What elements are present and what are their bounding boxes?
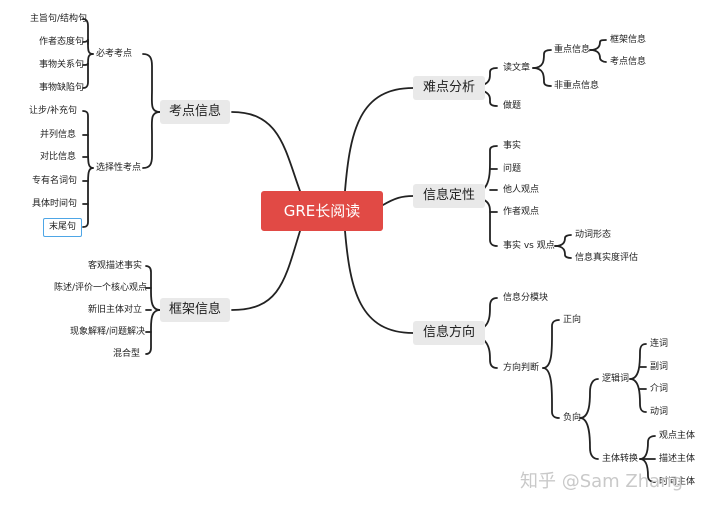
- node-zhuti: 主体转换: [602, 454, 639, 464]
- node-fenmokuai: 信息分模块: [503, 293, 549, 303]
- node-luoji: 逻辑词: [602, 374, 630, 384]
- node-xuanze-item: 并列信息: [40, 130, 77, 140]
- node-xuanze-item: 让步/补充句: [29, 106, 78, 116]
- node-dingxing-item: 他人观点: [503, 185, 540, 195]
- node-luoji-item: 介词: [650, 384, 669, 394]
- node-fact-vs-opinion: 事实 vs 观点: [503, 241, 555, 251]
- node-panduan: 方向判断: [503, 363, 540, 373]
- node-zhongdian-item: 框架信息: [610, 35, 647, 45]
- node-zuoti: 做题: [503, 101, 522, 111]
- node-luoji-item: 副词: [650, 362, 669, 372]
- node-bikao-item: 主旨句/结构句: [30, 14, 88, 24]
- node-xuanze-item: 具体时间句: [32, 199, 78, 209]
- node-zhuti-item: 时间主体: [659, 477, 696, 487]
- node-kuangjia-item: 新旧主体对立: [88, 305, 143, 315]
- node-xuanze: 选择性考点: [96, 163, 142, 173]
- node-xuanze-item: 专有名词句: [32, 176, 78, 186]
- node-bikao-item: 事物关系句: [39, 60, 85, 70]
- node-kuangjia-item: 现象解释/问题解决: [70, 327, 146, 337]
- node-luoji-item: 动词: [650, 407, 669, 417]
- node-zhuti-item: 观点主体: [659, 431, 696, 441]
- node-kaodian: 考点信息: [160, 100, 230, 124]
- node-bikao-item: 事物缺陷句: [39, 83, 85, 93]
- node-luoji-item: 连词: [650, 339, 669, 349]
- node-zhuti-item: 描述主体: [659, 454, 696, 464]
- node-bikao-item: 作者态度句: [39, 37, 85, 47]
- node-vs-item: 动词形态: [575, 230, 612, 240]
- node-dingxing: 信息定性: [413, 184, 485, 208]
- node-zhongdian: 重点信息: [554, 45, 591, 55]
- node-vs-item: 信息真实度评估: [575, 253, 639, 263]
- root-node: GRE长阅读: [261, 191, 383, 231]
- node-zhongdian-item: 考点信息: [610, 57, 647, 67]
- node-xuanze-item: 对比信息: [40, 152, 77, 162]
- node-fangxiang: 信息方向: [413, 321, 485, 345]
- node-dingxing-item: 作者观点: [503, 207, 540, 217]
- node-dingxing-item: 问题: [503, 164, 522, 174]
- node-nandian: 难点分析: [413, 76, 485, 100]
- node-kuangjia-item: 客观描述事实: [88, 261, 143, 271]
- watermark: 知乎 @Sam Zhang: [520, 471, 684, 492]
- node-feizhongdian: 非重点信息: [554, 81, 600, 91]
- node-bikao: 必考考点: [96, 49, 133, 59]
- node-kuangjia: 框架信息: [160, 298, 230, 322]
- node-duwenzhang: 读文章: [503, 63, 531, 73]
- node-zheng: 正向: [563, 315, 582, 325]
- node-xuanze-item-selected[interactable]: 末尾句: [43, 218, 83, 237]
- node-kuangjia-item: 陈述/评价一个核心观点: [54, 283, 148, 293]
- node-fu: 负向: [563, 413, 582, 423]
- node-dingxing-item: 事实: [503, 141, 522, 151]
- node-kuangjia-item: 混合型: [113, 349, 141, 359]
